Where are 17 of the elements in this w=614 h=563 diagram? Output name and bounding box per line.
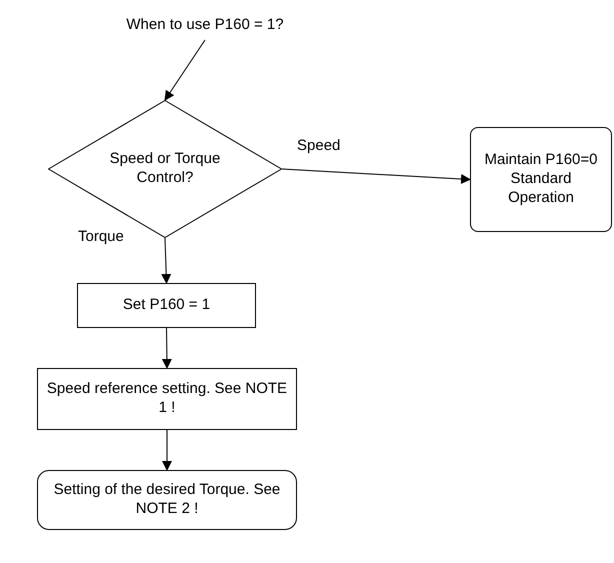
node-text: Maintain P160=0 Standard Operation	[484, 151, 598, 208]
node-text: Setting of the desired Torque. See NOTE 2 !	[52, 481, 282, 519]
arrow	[162, 328, 172, 369]
terminal-box	[470, 127, 612, 232]
process-box	[37, 368, 297, 430]
edge-label: Torque	[78, 228, 124, 247]
node-text: Speed or Torque Control?	[108, 150, 222, 188]
node-text: When to use P160 = 1?	[126, 16, 284, 34]
arrow	[161, 238, 172, 284]
terminal-box	[37, 470, 297, 530]
arrow	[162, 430, 172, 471]
node-text: Speed reference setting. See NOTE 1 !	[46, 380, 288, 418]
process-box	[77, 283, 256, 328]
arrow	[282, 168, 471, 184]
edge-label: Speed	[297, 137, 340, 156]
arrow	[164, 40, 206, 101]
node-text: Set P160 = 1	[122, 296, 210, 315]
